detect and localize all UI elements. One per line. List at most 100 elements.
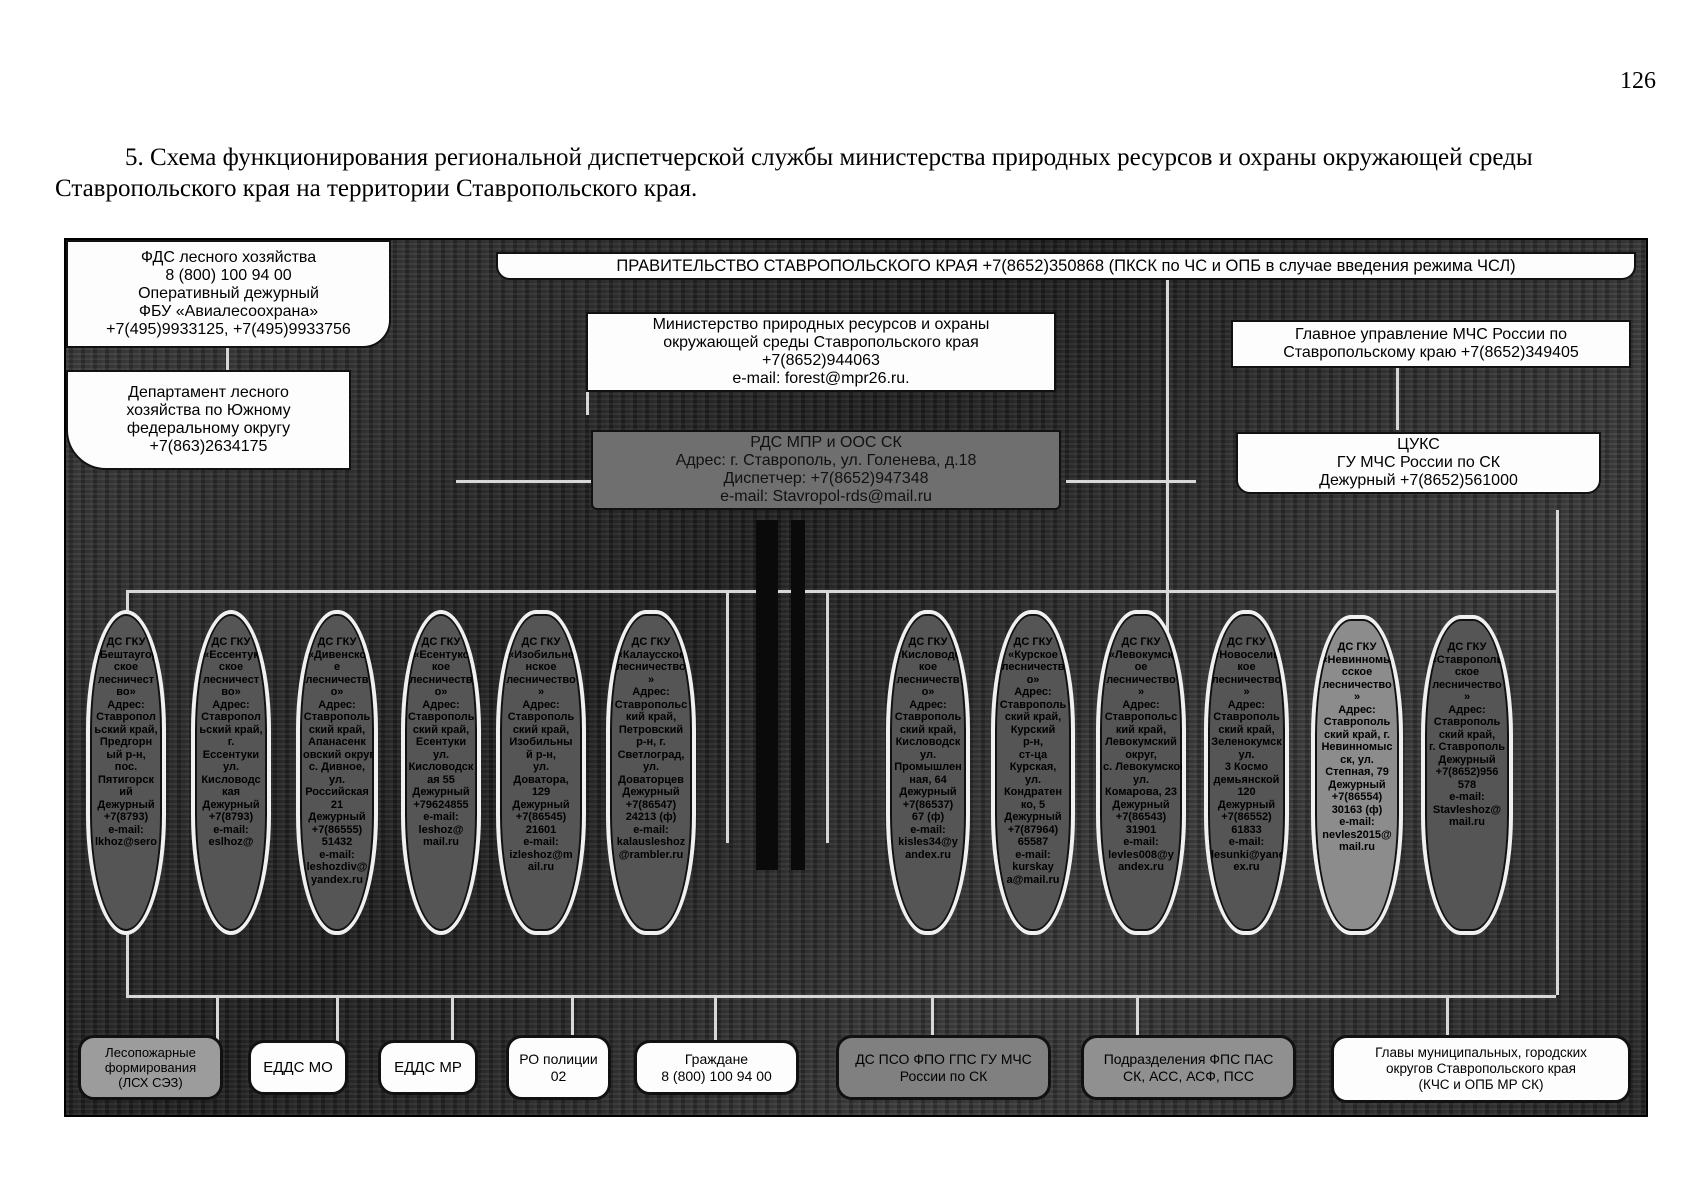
pill-line: Ставропол: [201, 711, 261, 723]
pill-line: Адрес:: [212, 698, 250, 711]
pill-line: +7(86552): [1221, 811, 1272, 823]
fps-units-box: Подразделения ФПС ПАС СК, АСС, АСФ, ПСС: [1081, 1035, 1296, 1100]
pill-line: ДС ГКУ: [317, 636, 357, 648]
pill-line: e-mail:: [633, 823, 669, 836]
pill-line: Невинномыс: [1321, 741, 1393, 753]
pill-line: ул.: [919, 748, 937, 761]
pill-line: Промышлен: [894, 761, 962, 773]
pill-line: лесничество: [616, 661, 686, 673]
pill-line: Дежурный: [1328, 778, 1386, 791]
edds-mr-box: ЕДДС МР: [378, 1040, 478, 1095]
pill-line: ДС ГКУ: [1013, 636, 1053, 648]
department-line: федеральному округу: [126, 420, 291, 437]
rds-line: Диспетчер: +7(8652)947348: [723, 470, 929, 487]
pill-line: Адрес:: [422, 698, 460, 711]
pill-line: Ставрополь: [894, 711, 962, 723]
pill-line: ий: [119, 786, 133, 798]
pill-line: Адрес:: [522, 698, 560, 711]
pill-line: «Есентукс: [413, 648, 469, 661]
pill-line: Кисловодск: [895, 736, 961, 748]
edds-mo-box: ЕДДС МО: [248, 1040, 348, 1095]
bottom-line: 8 (800) 100 94 00: [661, 1067, 772, 1084]
pill-line: ная, 64: [909, 773, 947, 786]
connector-line: [791, 520, 805, 870]
pill-line: ДС ГКУ: [521, 636, 561, 648]
pill-line: Ставрополь: [1433, 716, 1501, 728]
connector-line: [931, 998, 934, 1048]
pill-line: Комарова, 23: [1105, 786, 1177, 798]
tsuks-box: ЦУКС ГУ МЧС России по СК Дежурный +7(865…: [1236, 432, 1601, 494]
bottom-line: Лесопожарные: [105, 1045, 196, 1060]
police-box: РО полиции 02: [506, 1035, 611, 1100]
pill-line: +7(86545): [515, 811, 567, 823]
connector-line: [1166, 270, 1169, 830]
bottom-line: округов Ставропольского края: [1386, 1061, 1576, 1076]
pill-line: +7(8652)956: [1435, 766, 1499, 778]
pill-line: кое: [918, 661, 938, 673]
pill-line: andex.ru: [1118, 861, 1164, 873]
rds-line: Адрес: г. Ставрополь, ул. Голенева, д.18: [675, 452, 977, 470]
pill-line: 21: [330, 798, 344, 811]
pill-line: ex.ru: [1233, 861, 1260, 873]
pill-line: «Изобильне: [507, 648, 574, 661]
pill-line: Дежурный: [899, 786, 957, 798]
connector-line: [726, 593, 729, 843]
pill-line: lesunki@yand: [1211, 848, 1286, 861]
document-heading: 5. Схема функционирования региональной д…: [55, 144, 1533, 202]
pill-line: кий край,: [1115, 723, 1167, 736]
pill-line: e-mail:: [1228, 836, 1265, 848]
pill-line: лесничест: [202, 673, 260, 686]
pill-line: «Калаусское: [616, 648, 686, 661]
tsuks-line: Дежурный +7(8652)561000: [1319, 471, 1518, 489]
pill-line: 24213 (ф): [625, 811, 677, 823]
pill-line: Дежурный: [97, 798, 155, 811]
pill-line: ский край,: [899, 723, 957, 736]
pill-line: lkhoz@sero: [94, 836, 158, 848]
pill-line: ский край, г.: [1324, 728, 1390, 741]
pill-line: »: [647, 673, 655, 686]
pill-line: +7(86555): [311, 823, 363, 836]
pill-line: ул.: [1238, 748, 1255, 761]
pill-line: ский край,: [1004, 711, 1062, 723]
pill-line: Адрес:: [1338, 703, 1376, 716]
pill-line: Дежурный: [308, 811, 366, 823]
pill-line: e-mail:: [1339, 816, 1375, 828]
pill-line: Дежурный: [622, 786, 680, 798]
pill-line: Дежурный: [412, 786, 470, 798]
pill-line: ДС ГКУ: [631, 636, 671, 648]
rds-box: РДС МПР и ООС СК Адрес: г. Ставрополь, у…: [591, 430, 1061, 510]
pill-line: нское: [525, 661, 557, 673]
pill-line: »: [1243, 686, 1250, 698]
pill-line: mail.ru: [1448, 816, 1486, 828]
pill-line: г. Ставрополь: [1428, 741, 1506, 753]
pill-line: Ставрополь: [303, 711, 371, 723]
pill-line: Ставрополь: [1213, 711, 1280, 723]
bottom-line: СК, АСС, АСФ, ПСС: [1123, 1067, 1254, 1084]
connector-line: [126, 590, 1556, 593]
pill-line: Доваторцев: [618, 773, 684, 786]
pill-line: ское: [1454, 666, 1480, 678]
pill-line: ДС ГКУ: [1227, 636, 1266, 648]
pill-line: кий край,: [625, 711, 677, 723]
pill-line: Левокумский: [1105, 736, 1177, 748]
pill-line: ул.: [642, 761, 660, 773]
pill-line: »: [537, 686, 545, 698]
pill-line: Степная, 79: [1325, 766, 1389, 778]
pill-line: ское: [113, 661, 139, 673]
pill-line: овский округ,: [303, 748, 376, 761]
pill-line: кое: [431, 661, 451, 673]
pill-line: округ,: [1125, 748, 1157, 761]
pill-line: 61833: [1231, 823, 1262, 836]
pill-line: Дежурный: [1112, 798, 1170, 811]
citizens-box: Граждане 8 (800) 100 94 00: [634, 1040, 799, 1095]
pill-line: a@mail.ru: [1006, 873, 1060, 886]
mchs-line: Ставропольскому краю +7(8652)349405: [1283, 344, 1579, 361]
pill-line: ский край,: [1438, 728, 1496, 741]
tsuks-line: ЦУКС: [1397, 436, 1440, 454]
rds-line: e-mail: Stavropol-rds@mail.ru: [720, 487, 932, 505]
rds-line: РДС МПР и ООС СК: [750, 434, 902, 452]
pill-line: ДС ГКУ: [1447, 641, 1487, 653]
